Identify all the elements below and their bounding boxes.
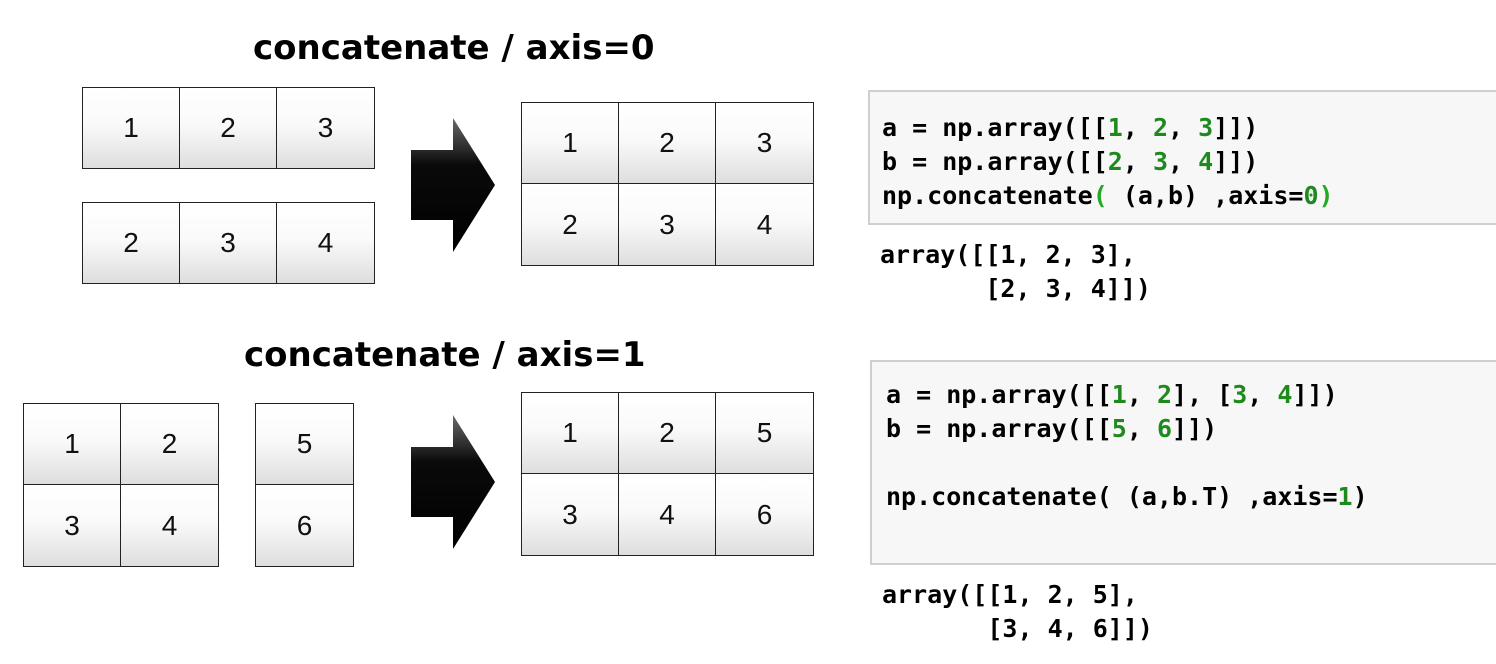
array-cell: 1 <box>522 103 619 184</box>
code-line <box>886 446 1496 480</box>
array-cell: 6 <box>716 474 813 555</box>
array-cell: 6 <box>256 485 353 566</box>
array-cell: 4 <box>121 485 218 566</box>
code-token: , <box>1247 380 1278 409</box>
array-cell: 2 <box>522 184 619 265</box>
array-cell: 1 <box>83 88 180 168</box>
code-line: np.concatenate( (a,b) ,axis=0) <box>882 179 1496 213</box>
code-token: , <box>1126 414 1157 443</box>
code-token: 2 <box>1156 380 1173 409</box>
code-token: ]]) <box>1213 147 1259 176</box>
arrow-right-icon <box>411 118 495 252</box>
title-axis-1: concatenate / axis=1 <box>244 335 646 375</box>
array-cell: 4 <box>716 184 813 265</box>
array-cell: 5 <box>716 393 813 474</box>
array-cell: 3 <box>277 88 374 168</box>
array-cell: 2 <box>83 203 180 283</box>
array-cell: 5 <box>256 404 353 485</box>
array-cell: 1 <box>522 393 619 474</box>
code-token: 3 <box>1152 147 1169 176</box>
code-token: , <box>1126 380 1157 409</box>
code-line: b = np.array([[5, 6]]) <box>886 412 1496 446</box>
code-token: np.concatenate( (a,b.T) ,axis= <box>886 482 1338 511</box>
array-cell: 3 <box>619 184 716 265</box>
array-cell: 3 <box>716 103 813 184</box>
array-cell: 2 <box>121 404 218 485</box>
code-token: 3 <box>1198 113 1214 142</box>
code-line: a = np.array([[1, 2, 3]]) <box>882 111 1496 145</box>
code-token: a = np.array([[ <box>882 113 1108 142</box>
array-cell: 2 <box>619 393 716 474</box>
title-axis-0: concatenate / axis=0 <box>253 28 655 68</box>
array-cell: 3 <box>24 485 121 566</box>
code-token: ) <box>1318 181 1334 210</box>
code-token: ]]) <box>1213 113 1259 142</box>
code-token: 2 <box>1107 147 1123 176</box>
array-cell: 2 <box>619 103 716 184</box>
output-axis0: array([[1, 2, 3], [2, 3, 4]]) <box>880 238 1151 306</box>
code-cell-axis0: a = np.array([[1, 2, 3]])b = np.array([[… <box>868 90 1496 225</box>
code-token: np.concatenate <box>882 181 1093 210</box>
code-token: 2 <box>1152 113 1169 142</box>
code-token: , <box>1122 147 1153 176</box>
code-token: 6 <box>1156 414 1173 443</box>
arrow-right-icon <box>411 415 495 549</box>
code-token: , <box>1122 113 1153 142</box>
code-token: ], [ <box>1172 380 1233 409</box>
output-line: array([[1, 2, 3], <box>880 240 1136 269</box>
code-token: 1 <box>1337 482 1353 511</box>
output-line: [3, 4, 6]]) <box>882 614 1153 643</box>
code-token: 4 <box>1277 380 1293 409</box>
output-line: [2, 3, 4]]) <box>880 274 1151 303</box>
code-line: b = np.array([[2, 3, 4]]) <box>882 145 1496 179</box>
code-token: ) <box>1352 482 1368 511</box>
array-cell: 2 <box>180 88 277 168</box>
code-line: np.concatenate( (a,b.T) ,axis=1) <box>886 480 1496 514</box>
array-cell: 1 <box>24 404 121 485</box>
array-cell: 3 <box>180 203 277 283</box>
code-cell-axis1: a = np.array([[1, 2], [3, 4]])b = np.arr… <box>870 360 1496 565</box>
code-token: 5 <box>1111 414 1127 443</box>
code-token: a = np.array([[ <box>886 380 1112 409</box>
array-cell: 3 <box>522 474 619 555</box>
output-axis1: array([[1, 2, 5], [3, 4, 6]]) <box>882 578 1153 646</box>
code-token: b = np.array([[ <box>882 147 1108 176</box>
code-token: ]]) <box>1292 380 1338 409</box>
code-token: , <box>1168 147 1199 176</box>
code-token: 3 <box>1232 380 1248 409</box>
array-cell: 4 <box>619 474 716 555</box>
code-token: , <box>1168 113 1199 142</box>
code-token: 0 <box>1303 181 1319 210</box>
array-cell: 4 <box>277 203 374 283</box>
code-token: ]]) <box>1172 414 1218 443</box>
code-token: 4 <box>1198 147 1214 176</box>
code-token: ( <box>1092 181 1108 210</box>
code-line: a = np.array([[1, 2], [3, 4]]) <box>886 378 1496 412</box>
code-token: b = np.array([[ <box>886 414 1112 443</box>
code-token: 1 <box>1107 113 1123 142</box>
code-token: (a,b) ,axis= <box>1107 181 1304 210</box>
code-token: 1 <box>1111 380 1127 409</box>
output-line: array([[1, 2, 5], <box>882 580 1138 609</box>
